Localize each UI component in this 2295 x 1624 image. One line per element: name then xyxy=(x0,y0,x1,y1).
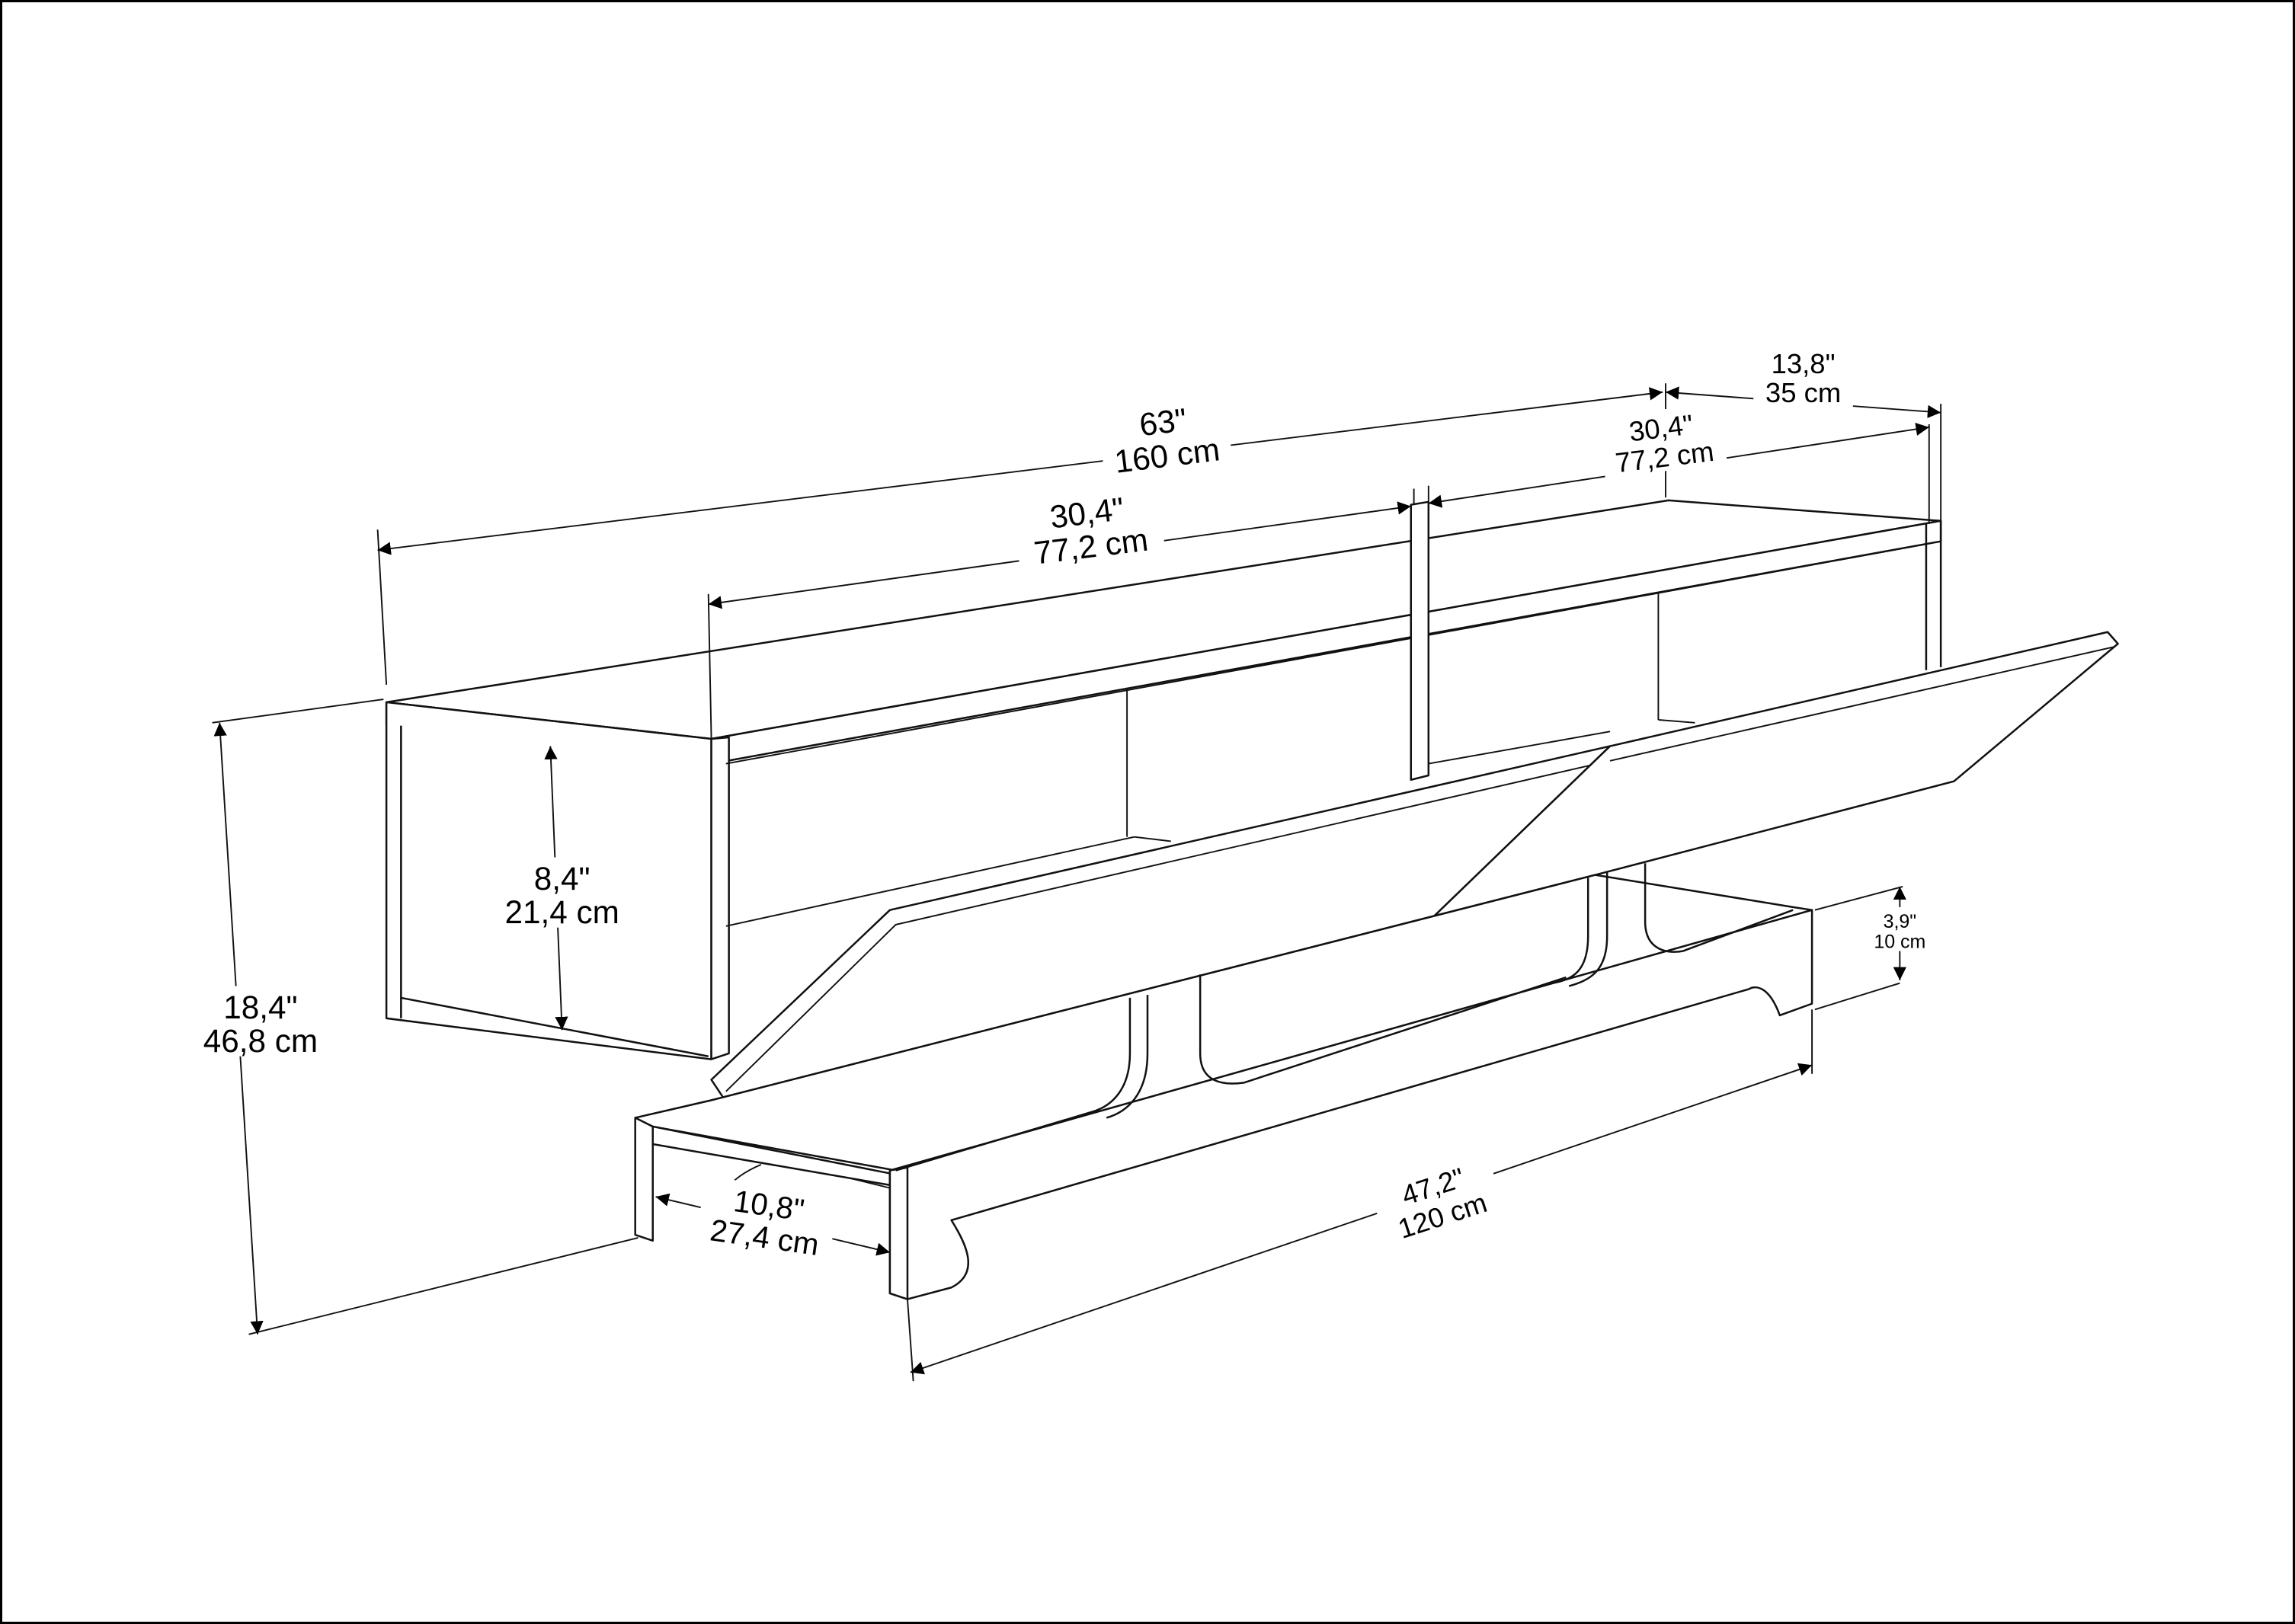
label-depth: 13,8" 35 cm xyxy=(1753,345,1853,408)
label-total-width: 63" 160 cm xyxy=(1096,393,1234,480)
svg-text:18,4": 18,4" xyxy=(223,989,297,1025)
label-shelf-depth: 10,8" 27,4 cm xyxy=(696,1175,839,1262)
svg-text:8,4": 8,4" xyxy=(534,861,591,897)
label-shelf-height: 3,9" 10 cm xyxy=(1858,906,1941,953)
label-left-compartment: 30,4" 77,2 cm xyxy=(1011,483,1166,571)
svg-text:3,9": 3,9" xyxy=(1884,911,1917,932)
label-total-height: 18,4" 46,8 cm xyxy=(187,986,334,1059)
flip-down-doors xyxy=(710,631,2119,1098)
svg-text:35 cm: 35 cm xyxy=(1765,377,1841,408)
label-compartment-height: 8,4" 21,4 cm xyxy=(491,857,632,930)
svg-text:30,4": 30,4" xyxy=(1628,408,1695,447)
cabinet-body xyxy=(385,499,1942,1060)
label-right-compartment: 30,4" 77,2 cm xyxy=(1597,402,1727,478)
label-shelf-width: 47,2" 120 cm xyxy=(1368,1147,1506,1250)
svg-text:21,4 cm: 21,4 cm xyxy=(504,894,619,930)
svg-text:30,4": 30,4" xyxy=(1048,491,1125,535)
svg-text:63": 63" xyxy=(1138,401,1189,443)
svg-text:46,8 cm: 46,8 cm xyxy=(203,1023,318,1059)
svg-text:10 cm: 10 cm xyxy=(1874,932,1925,953)
svg-text:13,8": 13,8" xyxy=(1772,348,1836,379)
